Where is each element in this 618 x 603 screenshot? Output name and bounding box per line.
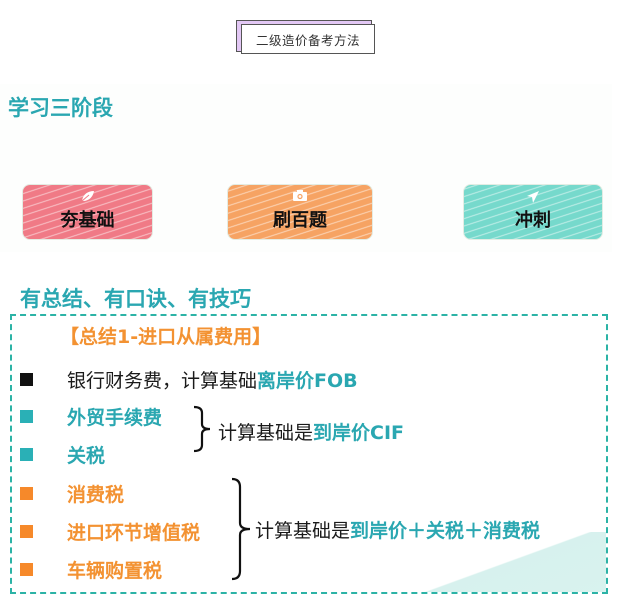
list-item: 消费税 [20, 480, 124, 507]
calc-basis-cif: 计算基础是到岸价CIF [218, 418, 404, 445]
item-text: 进口环节增值税 [67, 522, 201, 544]
summary-subtitle: 【总结1-进口从属费用】 [60, 326, 272, 348]
list-item: 银行财务费，计算基础离岸价FOB [20, 366, 358, 393]
camera-icon [292, 190, 308, 204]
paper-plane-icon [526, 190, 540, 206]
calc-basis-tax: 计算基础是到岸价＋关税＋消费税 [255, 516, 540, 543]
summary-box [10, 314, 608, 594]
list-item: 车辆购置税 [20, 556, 162, 583]
right-brace-icon [231, 477, 251, 581]
stage-card-sprint: 冲刺 [463, 184, 603, 240]
slide-learning-stages: 学习三阶段 夯基础 刷百题 冲刺 [0, 84, 612, 252]
leaf-icon [81, 190, 95, 204]
calc-highlight: 到岸价CIF [313, 422, 405, 444]
right-brace-icon [193, 405, 211, 453]
calc-prefix: 计算基础是 [255, 520, 351, 542]
title-tag-label: 二级造价备考方法 [241, 24, 375, 54]
stage-label: 夯基础 [60, 210, 115, 231]
item-highlight: 离岸价FOB [257, 370, 358, 392]
summary-heading: 有总结、有口诀、有技巧 [20, 287, 251, 311]
corner-decoration [406, 532, 606, 592]
calc-highlight: 到岸价＋关税＋消费税 [350, 520, 541, 542]
square-bullet-icon [20, 448, 33, 461]
list-item: 外贸手续费 [20, 403, 162, 430]
square-bullet-icon [20, 373, 33, 386]
stage-card-practice: 刷百题 [227, 184, 373, 240]
square-bullet-icon [20, 410, 33, 423]
stage-card-basics: 夯基础 [22, 184, 153, 240]
square-bullet-icon [20, 563, 33, 576]
item-text: 消费税 [67, 484, 125, 506]
list-item: 进口环节增值税 [20, 518, 200, 545]
item-text: 关税 [67, 445, 106, 467]
item-text: 车辆购置税 [67, 560, 163, 582]
list-item: 关税 [20, 441, 105, 468]
item-text: 银行财务费，计算基础 [67, 370, 258, 392]
item-text: 外贸手续费 [67, 407, 163, 429]
calc-prefix: 计算基础是 [218, 422, 314, 444]
square-bullet-icon [20, 525, 33, 538]
stage-label: 刷百题 [273, 210, 327, 231]
stage-label: 冲刺 [515, 210, 551, 231]
square-bullet-icon [20, 487, 33, 500]
stages-heading: 学习三阶段 [8, 96, 113, 120]
